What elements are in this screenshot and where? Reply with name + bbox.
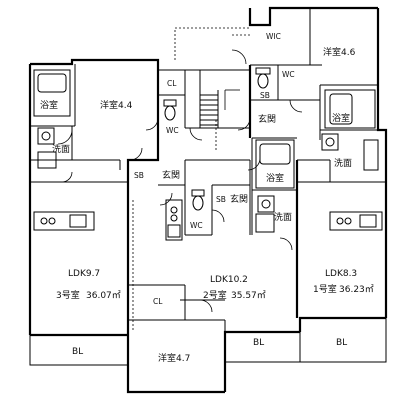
washroom-label-unit-2: 洗面: [274, 211, 292, 223]
toilet-unit-1: [255, 67, 271, 89]
washroom-label-unit-1: 洗面: [334, 157, 352, 169]
bedroom-label-unit-1: 洋室4.6: [323, 46, 356, 58]
ldk-label-unit-1: LDK8.3: [325, 269, 357, 279]
bathtub-unit-1: [324, 89, 376, 129]
laundry-pan-unit-2: [255, 213, 275, 233]
bathtub-unit-2: [255, 139, 295, 189]
shoebox-label-unit-3: SB: [134, 171, 144, 180]
bath-label-unit-3: 浴室: [40, 99, 58, 111]
washbasin-unit-2: [257, 195, 275, 213]
laundry-pan-unit-3: [37, 151, 57, 169]
closet-label-unit-3: CL: [167, 79, 177, 88]
unit-3-name: 3号室: [56, 289, 80, 301]
unit-1-area: 36.23㎡: [339, 284, 374, 295]
kitchen-unit-2: [165, 199, 183, 241]
exterior-walls: [28, 6, 388, 394]
stair-arrow: [224, 89, 240, 110]
unit-2-name: 2号室: [203, 289, 227, 301]
balcony-label-unit-2: BL: [253, 338, 264, 348]
bath-label-unit-1-text: 浴室: [332, 112, 350, 124]
washbasin-unit-1: [321, 133, 339, 151]
toilet-label-unit-1: WC: [282, 70, 295, 79]
washroom-label-unit-3: 洗面: [52, 143, 70, 155]
bedroom-label-unit-2: 洋室4.7: [158, 352, 190, 364]
closet-label-unit-2: CL: [153, 297, 163, 306]
toilet-unit-2: [191, 189, 205, 211]
toilet-label-unit-2: WC: [190, 221, 203, 230]
toilet-unit-3: [163, 99, 177, 121]
entrance-label-unit-1: 玄関: [258, 113, 276, 125]
ldk-label-unit-2: LDK10.2: [210, 275, 248, 285]
dashed-outlines: [132, 27, 250, 330]
room-labels: 浴室 洋室4.4 CL WC 洗面 SB 玄関 LDK9.7 3号室 36.07…: [40, 32, 374, 364]
fixtures: [33, 67, 383, 241]
kitchen-unit-3: [33, 211, 95, 231]
unit-1-name: 1号室: [313, 283, 337, 295]
balcony-label-unit-1: BL: [336, 338, 347, 348]
toilet-label-unit-3: WC: [166, 126, 179, 135]
ldk-label-unit-3: LDK9.7: [68, 269, 100, 279]
interior-walls: [29, 8, 387, 392]
entrance-label-unit-2: 玄関: [230, 193, 248, 205]
bathtub-unit-3: [33, 69, 71, 117]
bedroom-label-unit-3: 洋室4.4: [100, 99, 133, 111]
washbasin-unit-3: [37, 127, 55, 145]
laundry-pan-unit-1: [363, 139, 379, 171]
bath-label-unit-2: 浴室: [266, 172, 284, 184]
wic-label-unit-1: WIC: [266, 32, 281, 41]
unit-3-area: 36.07㎡: [86, 290, 121, 301]
shoebox-label-unit-1: SB: [260, 91, 270, 100]
kitchen-unit-1: [329, 211, 383, 231]
unit-2-area: 35.57㎡: [231, 290, 266, 301]
entrance-label-unit-3: 玄関: [162, 169, 180, 181]
balcony-label-unit-3: BL: [72, 347, 83, 357]
shoebox-label-unit-2: SB: [216, 195, 226, 204]
